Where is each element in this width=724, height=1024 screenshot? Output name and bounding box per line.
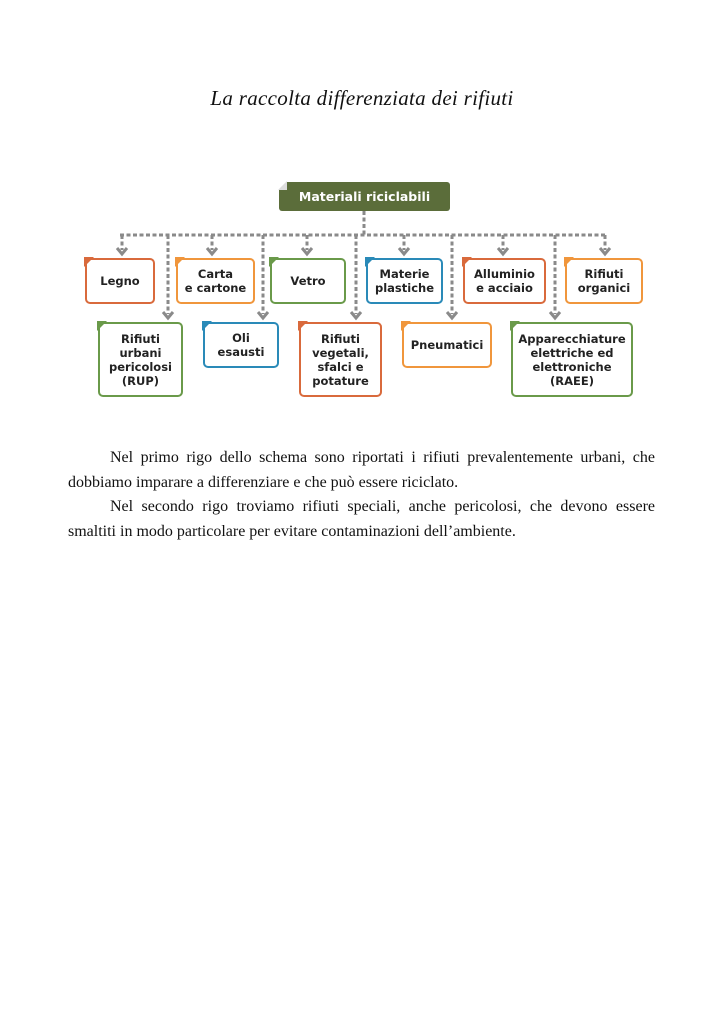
paragraph-text: Nel secondo rigo troviamo rifiuti specia… <box>68 498 655 540</box>
node-label: Vetro <box>290 274 326 288</box>
node-label: Alluminio e acciaio <box>474 267 535 295</box>
node-label: Pneumatici <box>410 338 484 352</box>
recycling-diagram: Materiali riciclabili Legno Carta e cart… <box>0 0 724 420</box>
root-node-materiali-riciclabili: Materiali riciclabili <box>278 181 450 211</box>
node-carta-cartone: Carta e cartone <box>175 257 255 304</box>
node-label: Materie plastiche <box>374 267 435 295</box>
node-label: Legno <box>100 274 140 288</box>
node-rifiuti-organici: Rifiuti organici <box>564 257 643 304</box>
paragraph-1: Nel primo rigo dello schema sono riporta… <box>68 446 655 495</box>
connector-lines <box>115 211 612 321</box>
node-rifiuti-vegetali: Rifiuti vegetali, sfalci e potature <box>298 321 382 397</box>
node-oli-esausti: Oli esausti <box>202 321 279 368</box>
node-materie-plastiche: Materie plastiche <box>365 257 443 304</box>
paragraph-2: Nel secondo rigo troviamo rifiuti specia… <box>68 495 655 544</box>
node-raee: Apparecchiature elettriche ed elettronic… <box>510 321 633 397</box>
node-label: Apparecchiature elettriche ed elettronic… <box>518 331 626 388</box>
page-title: La raccolta differenziata dei rifiuti <box>210 86 514 110</box>
node-vetro: Vetro <box>269 257 346 304</box>
paragraph-text: Nel primo rigo dello schema sono riporta… <box>68 449 655 491</box>
node-legno: Legno <box>84 257 155 304</box>
node-label: Oli esausti <box>217 331 265 359</box>
node-pneumatici: Pneumatici <box>401 321 492 368</box>
node-rup: Rifiuti urbani pericolosi (RUP) <box>97 321 183 397</box>
node-label: Carta e cartone <box>184 267 247 295</box>
node-label: Rifiuti organici <box>577 267 631 295</box>
node-label: Rifiuti vegetali, sfalci e potature <box>312 331 369 388</box>
node-alluminio-acciaio: Alluminio e acciaio <box>462 257 546 304</box>
node-label: Rifiuti urbani pericolosi (RUP) <box>109 331 172 388</box>
